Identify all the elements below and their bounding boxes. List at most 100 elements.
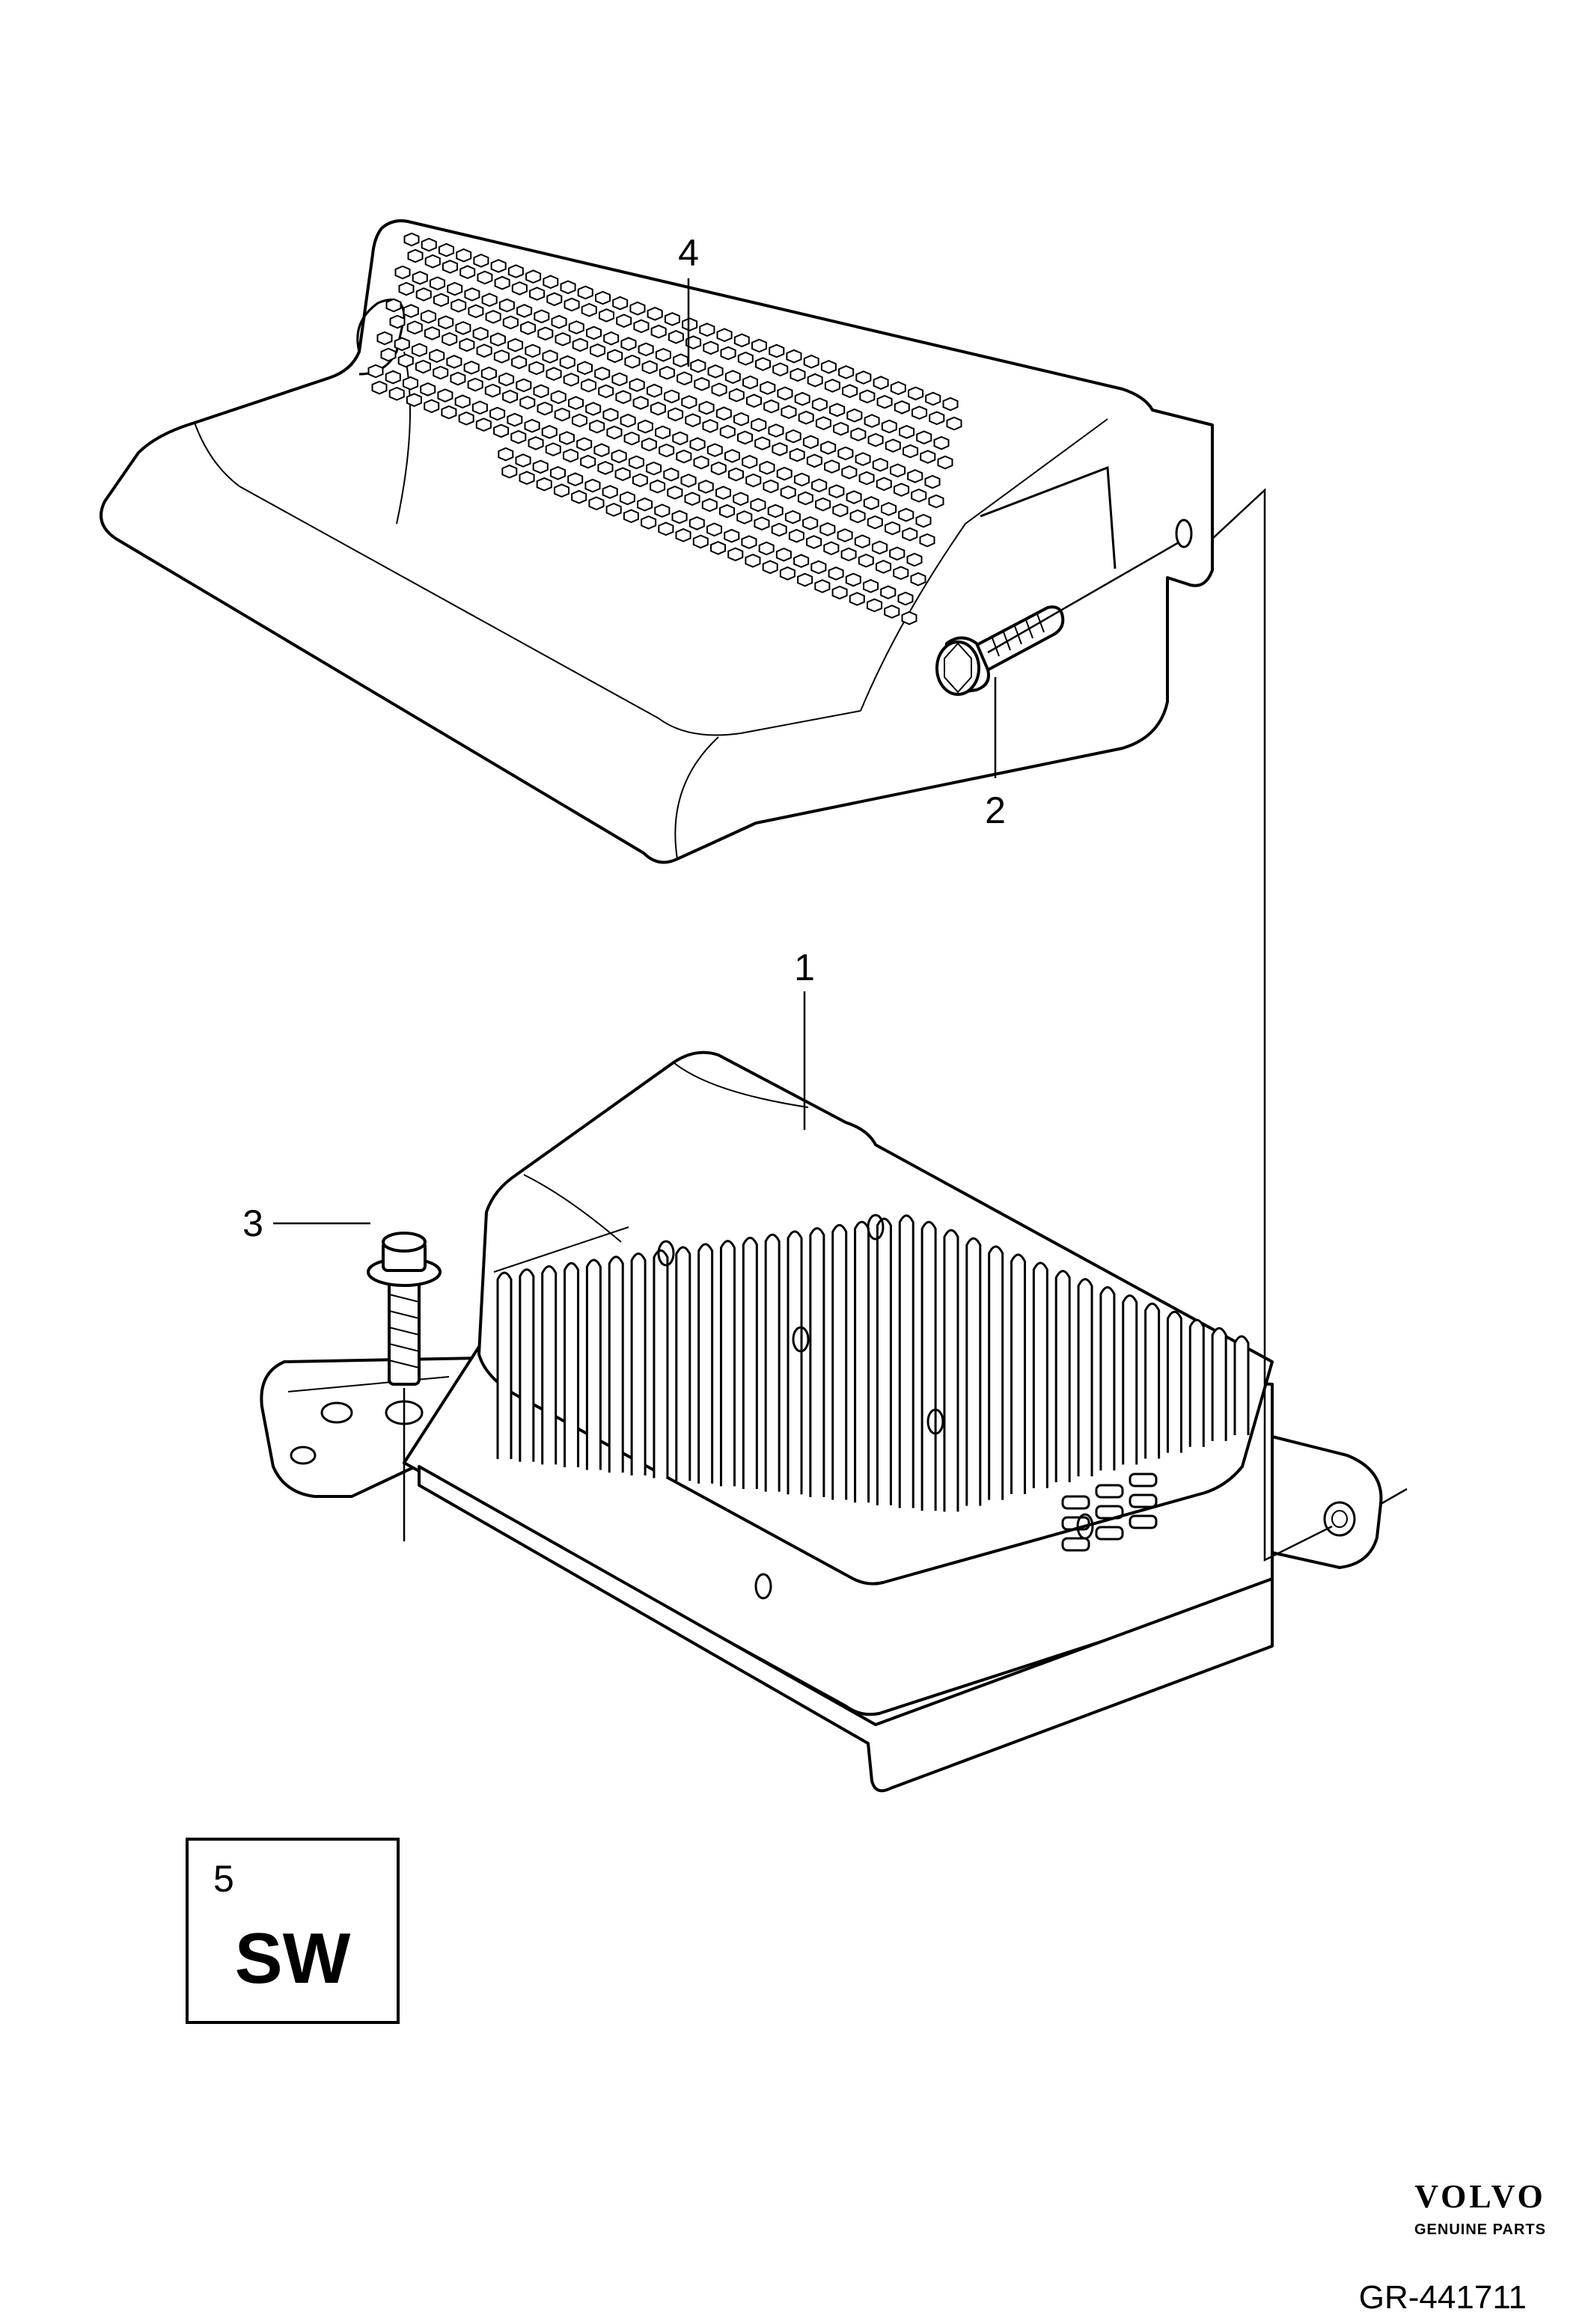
perforation-hole — [719, 504, 735, 519]
perforation-hole — [833, 421, 849, 436]
perforation-hole — [525, 343, 541, 358]
perforation-hole — [903, 444, 919, 459]
perforation-hole — [572, 337, 588, 352]
perforation-hole — [719, 424, 736, 439]
perforation-hole — [693, 455, 709, 470]
perforation-hole — [441, 405, 457, 420]
cooling-fin — [496, 1271, 513, 1459]
perforation-hole — [911, 488, 927, 503]
perforation-hole — [586, 325, 602, 340]
perforation-hole — [841, 465, 858, 480]
cooling-fin — [920, 1220, 937, 1511]
perforation-hole — [863, 578, 879, 593]
cooling-fin — [719, 1240, 736, 1487]
perforation-hole — [876, 477, 892, 492]
perforation-hole — [629, 378, 645, 392]
cooling-fin — [1077, 1278, 1093, 1477]
perforation-hole — [867, 432, 884, 447]
sw-box-label: SW — [235, 1918, 351, 1999]
perforation-hole — [881, 419, 897, 434]
perforation-hole — [581, 302, 597, 317]
perforation-hole — [820, 360, 837, 374]
perforation-hole — [537, 401, 553, 416]
perforation-hole — [899, 424, 915, 439]
sw-box-number: 5 — [213, 1858, 234, 1900]
perforation-hole — [611, 372, 628, 387]
perforation-hole — [489, 332, 506, 346]
perforation-hole — [554, 407, 570, 422]
perforation-hole — [810, 560, 827, 575]
cooling-fin — [1166, 1310, 1182, 1453]
cooling-fin — [898, 1214, 914, 1508]
perforation-hole — [880, 585, 897, 599]
perforation-hole — [525, 269, 542, 284]
perforation-hole — [845, 572, 861, 587]
perforation-hole — [898, 507, 914, 522]
perforation-hole — [815, 416, 831, 430]
perforation-hole — [371, 380, 388, 395]
perforation-hole — [641, 360, 658, 375]
perforation-hole — [692, 534, 709, 549]
perforation-hole — [837, 528, 853, 542]
perforation-hole — [468, 304, 484, 319]
perforation-hole — [863, 496, 879, 510]
perforation-hole — [520, 321, 537, 335]
perforation-hole — [727, 547, 744, 562]
perforation-hole — [528, 361, 545, 376]
perforation-hole — [424, 326, 440, 340]
perforation-hole — [759, 460, 775, 475]
cooling-fin — [831, 1223, 848, 1500]
perforation-hole — [536, 477, 552, 492]
perforation-hole — [501, 464, 518, 479]
perforation-hole — [942, 397, 959, 412]
perforation-hole — [632, 473, 648, 488]
perforation-hole — [849, 509, 866, 524]
cooling-fin — [585, 1259, 602, 1470]
perforation-hole — [455, 321, 471, 335]
perforation-hole — [755, 357, 771, 371]
perforation-hole — [516, 304, 533, 318]
perforation-hole — [420, 309, 436, 324]
perforation-hole — [702, 419, 718, 433]
perforation-hole — [498, 447, 514, 462]
perforation-hole — [864, 414, 880, 428]
perforation-hole — [568, 396, 584, 410]
perforation-grid — [367, 232, 962, 626]
perforation-hole — [467, 377, 483, 392]
perforation-hole — [811, 397, 828, 412]
perforation-hole — [885, 438, 901, 453]
perforation-hole — [703, 340, 719, 355]
cooling-fin — [1032, 1262, 1048, 1488]
perforation-hole — [910, 572, 926, 587]
perforation-hole — [685, 413, 701, 427]
perforation-hole — [438, 242, 454, 257]
bolt-part-2 — [935, 541, 1179, 696]
perforation-hole — [534, 309, 550, 324]
cooling-fin — [764, 1233, 781, 1492]
perforation-hole — [563, 373, 579, 387]
perforation-hole — [859, 389, 876, 404]
cooling-fin — [1122, 1294, 1138, 1465]
perforation-hole — [737, 351, 754, 366]
perforation-hole — [606, 425, 623, 440]
perforation-hole — [407, 248, 424, 263]
perforation-hole — [394, 337, 410, 352]
perforation-hole — [623, 509, 639, 524]
perforation-hole — [603, 331, 620, 346]
perforation-hole — [411, 343, 427, 358]
perforation-hole — [577, 361, 593, 376]
perforation-hole — [515, 453, 531, 468]
perforation-hole — [398, 281, 415, 296]
perforation-hole — [473, 254, 489, 268]
perforation-hole — [367, 364, 384, 379]
perforation-hole — [846, 490, 862, 504]
perforation-hole — [780, 485, 796, 500]
perforation-hole — [671, 510, 688, 525]
perforation-hole — [814, 579, 831, 593]
perforation-hole — [480, 366, 497, 381]
perforation-hole — [388, 386, 405, 401]
perforation-hole — [710, 461, 727, 476]
perforation-hole — [850, 427, 867, 441]
perforation-hole — [907, 469, 923, 483]
perforation-hole — [446, 355, 462, 369]
